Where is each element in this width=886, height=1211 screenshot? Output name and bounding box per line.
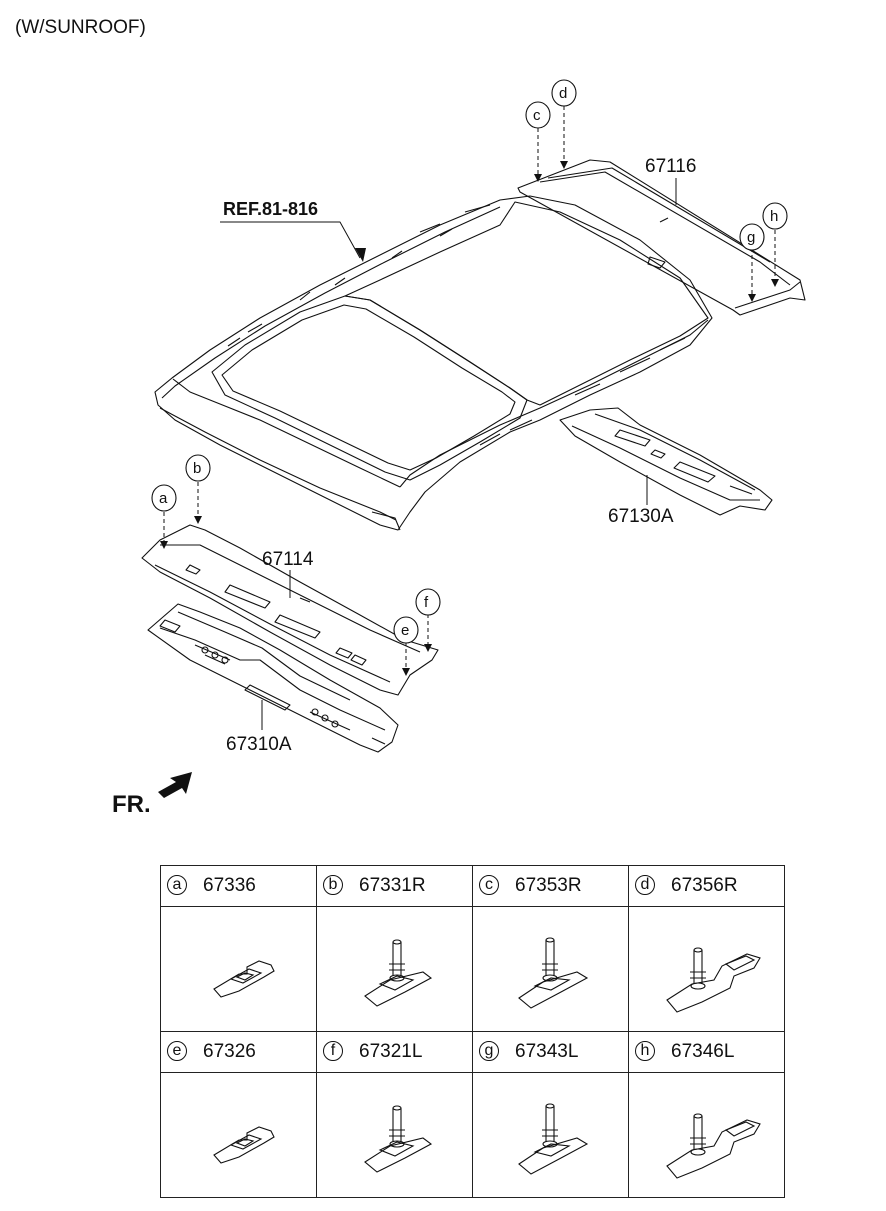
- callout-c: c: [533, 107, 541, 124]
- legend-header-d: d 67356R: [628, 865, 785, 907]
- clip-plain-icon: [212, 960, 275, 998]
- legend-letter: e: [167, 1041, 187, 1061]
- leader-lines: [163, 106, 776, 730]
- legend-image-d: [628, 906, 785, 1032]
- legend-letter: g: [479, 1041, 499, 1061]
- clip-stud-icon: [363, 939, 432, 1007]
- legend-image-g: [472, 1072, 629, 1198]
- part-label-67116: 67116: [645, 156, 696, 177]
- callout-d: d: [559, 85, 567, 102]
- callout-g: g: [747, 229, 755, 246]
- front-label: FR.: [112, 791, 151, 818]
- callout-e: e: [401, 622, 409, 639]
- clip-stud-bracket-icon: [665, 947, 761, 1013]
- legend-letter: f: [323, 1041, 343, 1061]
- roof-front-inner: [147, 603, 399, 753]
- legend-header-e: e 67326: [160, 1031, 317, 1073]
- legend-image-c: [472, 906, 629, 1032]
- legend-part-number: 67343L: [515, 1041, 579, 1062]
- legend-part-number: 67356R: [671, 875, 738, 896]
- clip-stud-icon: [517, 937, 588, 1009]
- part-label-67130a: 67130A: [608, 506, 674, 527]
- legend-part-number: 67346L: [671, 1041, 735, 1062]
- callout-h: h: [770, 208, 778, 225]
- legend-part-number: 67331R: [359, 875, 426, 896]
- legend-letter: b: [323, 875, 343, 895]
- roof-panel: [154, 195, 713, 531]
- legend-image-e: [160, 1072, 317, 1198]
- legend-part-number: 67336: [203, 875, 256, 896]
- legend-header-g: g 67343L: [472, 1031, 629, 1073]
- callout-circles: [151, 79, 788, 644]
- legend-part-number: 67321L: [359, 1041, 423, 1062]
- legend-header-b: b 67331R: [316, 865, 473, 907]
- legend-header-h: h 67346L: [628, 1031, 785, 1073]
- legend-letter: d: [635, 875, 655, 895]
- leader-arrowheads: [160, 161, 779, 676]
- ref-label: REF.81-816: [223, 199, 318, 219]
- legend-header-a: a 67336: [160, 865, 317, 907]
- part-label-67310a: 67310A: [226, 734, 292, 755]
- legend-header-c: c 67353R: [472, 865, 629, 907]
- clip-stud-icon: [363, 1105, 432, 1173]
- page-title: (W/SUNROOF): [15, 17, 146, 38]
- clip-stud-icon: [517, 1103, 588, 1175]
- legend-image-h: [628, 1072, 785, 1198]
- legend-image-a: [160, 906, 317, 1032]
- roof-center-rail: [559, 407, 773, 516]
- roof-front-rail: [141, 524, 439, 696]
- clip-plain-icon: [212, 1126, 275, 1164]
- legend-letter: c: [479, 875, 499, 895]
- legend-header-f: f 67321L: [316, 1031, 473, 1073]
- part-label-67114: 67114: [262, 549, 314, 570]
- legend-image-f: [316, 1072, 473, 1198]
- legend-letter: h: [635, 1041, 655, 1061]
- front-arrow-icon: [158, 772, 192, 798]
- legend-part-number: 67353R: [515, 875, 582, 896]
- legend-part-number: 67326: [203, 1041, 256, 1062]
- legend-image-b: [316, 906, 473, 1032]
- callout-f: f: [424, 594, 429, 611]
- legend-letter: a: [167, 875, 187, 895]
- clip-stud-bracket-icon: [665, 1113, 761, 1179]
- callout-a: a: [159, 490, 168, 507]
- callout-b: b: [193, 460, 201, 477]
